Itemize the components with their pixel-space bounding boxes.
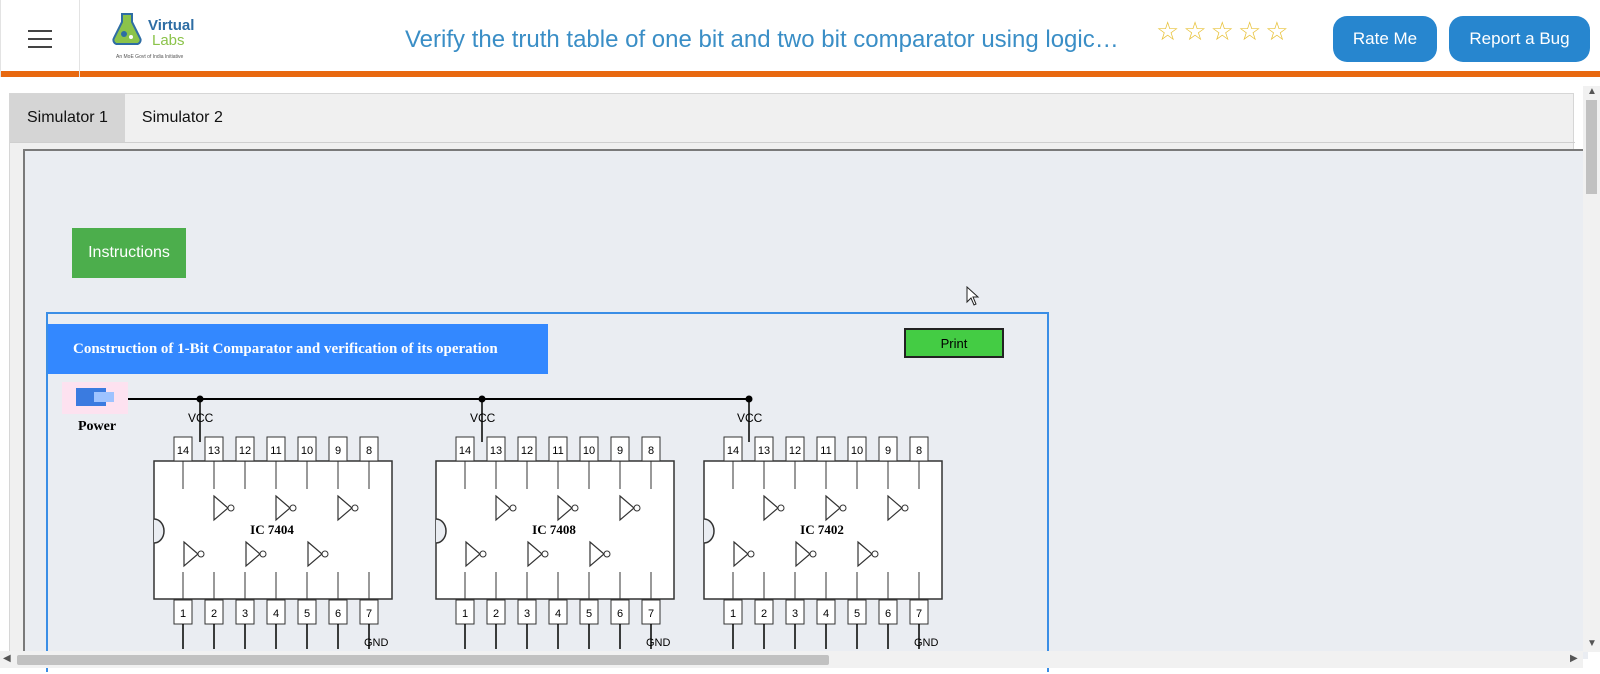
star-icon[interactable]: ☆ xyxy=(1210,16,1234,46)
tab-simulator-2[interactable]: Simulator 2 xyxy=(141,109,223,126)
pin-number: 6 xyxy=(617,608,623,620)
simulator-frame: Instructions Construction of 1-Bit Compa… xyxy=(23,149,1588,672)
pin-number: 13 xyxy=(758,445,770,457)
menu-icon xyxy=(28,29,52,32)
pin-number: 8 xyxy=(366,445,372,457)
pin-number: 14 xyxy=(459,445,471,457)
brand-name: Virtual xyxy=(148,17,195,34)
pin-number: 3 xyxy=(242,608,248,620)
gnd-label: GND xyxy=(914,637,939,649)
pin-number: 6 xyxy=(335,608,341,620)
pin-number: 4 xyxy=(273,608,279,620)
star-icon[interactable]: ☆ xyxy=(1265,16,1289,46)
pin-number: 12 xyxy=(239,445,251,457)
pin-number: 1 xyxy=(730,608,736,620)
scroll-right-icon[interactable]: ▶ xyxy=(1570,653,1578,664)
horizontal-scroll-thumb[interactable] xyxy=(17,655,829,665)
pin-number: 11 xyxy=(270,445,281,457)
virtual-labs-logo[interactable]: Virtual Labs An MoE Govt of India Initia… xyxy=(110,12,200,64)
print-button[interactable]: Print xyxy=(904,328,1004,358)
brand-tagline: An MoE Govt of India Initiative xyxy=(116,54,184,60)
pin-number: 7 xyxy=(648,608,654,620)
vcc-label: VCC xyxy=(470,411,496,425)
pin-number: 3 xyxy=(524,608,530,620)
tab-simulator-1[interactable]: Simulator 1 xyxy=(10,94,125,142)
page-title: Verify the truth table of one bit and tw… xyxy=(405,26,1119,53)
hamburger-menu-button[interactable] xyxy=(0,0,80,77)
pin-number: 12 xyxy=(789,445,801,457)
ic-label: IC 7404 xyxy=(250,522,294,537)
circuit-panel: Construction of 1-Bit Comparator and ver… xyxy=(46,312,1049,672)
panel-title: Construction of 1-Bit Comparator and ver… xyxy=(48,324,548,374)
pin-number: 5 xyxy=(304,608,310,620)
star-icon[interactable]: ☆ xyxy=(1156,16,1180,46)
star-icon[interactable]: ☆ xyxy=(1237,16,1262,46)
brand-sub: Labs xyxy=(152,32,185,49)
pin-number: 7 xyxy=(366,608,372,620)
ic-label: IC 7402 xyxy=(800,522,844,537)
horizontal-scrollbar[interactable]: ◀ ▶ xyxy=(0,651,1583,668)
flask-icon xyxy=(112,13,142,46)
gnd-label: GND xyxy=(646,637,671,649)
pin-number: 12 xyxy=(521,445,533,457)
pin-number: 10 xyxy=(851,445,863,457)
ic-label: IC 7408 xyxy=(532,522,576,537)
rate-me-button[interactable]: Rate Me xyxy=(1333,16,1437,62)
vertical-scroll-thumb[interactable] xyxy=(1586,100,1597,194)
pin-number: 5 xyxy=(586,608,592,620)
pin-number: 2 xyxy=(761,608,767,620)
pin-number: 9 xyxy=(885,445,891,457)
star-icon[interactable]: ☆ xyxy=(1183,16,1207,46)
vcc-label: VCC xyxy=(188,411,214,425)
pin-number: 8 xyxy=(648,445,654,457)
pin-number: 14 xyxy=(727,445,739,457)
star-rating[interactable]: ☆ ☆ ☆ ☆ ☆ xyxy=(1156,18,1289,44)
pin-number: 1 xyxy=(180,608,186,620)
pin-number: 2 xyxy=(493,608,499,620)
pin-number: 1 xyxy=(462,608,468,620)
pin-number: 11 xyxy=(820,445,831,457)
pin-number: 9 xyxy=(335,445,341,457)
top-header: Virtual Labs An MoE Govt of India Initia… xyxy=(0,0,1600,77)
pin-number: 2 xyxy=(211,608,217,620)
instructions-button[interactable]: Instructions xyxy=(72,228,186,278)
pin-number: 5 xyxy=(854,608,860,620)
pin-number: 13 xyxy=(208,445,220,457)
pin-number: 10 xyxy=(583,445,595,457)
pin-number: 7 xyxy=(916,608,922,620)
power-switch[interactable] xyxy=(62,382,128,414)
pin-number: 4 xyxy=(823,608,829,620)
pin-number: 14 xyxy=(177,445,189,457)
vertical-scrollbar[interactable]: ▲ ▼ xyxy=(1583,86,1600,652)
pin-number: 4 xyxy=(555,608,561,620)
simulator-tabs: Simulator 1 Simulator 2 xyxy=(10,94,240,142)
gnd-label: GND xyxy=(364,637,389,649)
pin-number: 11 xyxy=(552,445,563,457)
simulator-container: Simulator 1 Simulator 2 Instructions Con… xyxy=(9,93,1588,672)
pin-number: 3 xyxy=(792,608,798,620)
power-label: Power xyxy=(78,419,116,434)
scroll-left-icon[interactable]: ◀ xyxy=(3,653,11,664)
pin-number: 8 xyxy=(916,445,922,457)
pin-number: 9 xyxy=(617,445,623,457)
pin-number: 10 xyxy=(301,445,313,457)
report-bug-button[interactable]: Report a Bug xyxy=(1449,16,1590,62)
pin-number: 13 xyxy=(490,445,502,457)
scroll-down-icon[interactable]: ▼ xyxy=(1587,638,1597,649)
mouse-cursor-icon xyxy=(966,286,980,306)
vcc-label: VCC xyxy=(737,411,763,425)
scroll-up-icon[interactable]: ▲ xyxy=(1587,86,1597,97)
pin-number: 6 xyxy=(885,608,891,620)
